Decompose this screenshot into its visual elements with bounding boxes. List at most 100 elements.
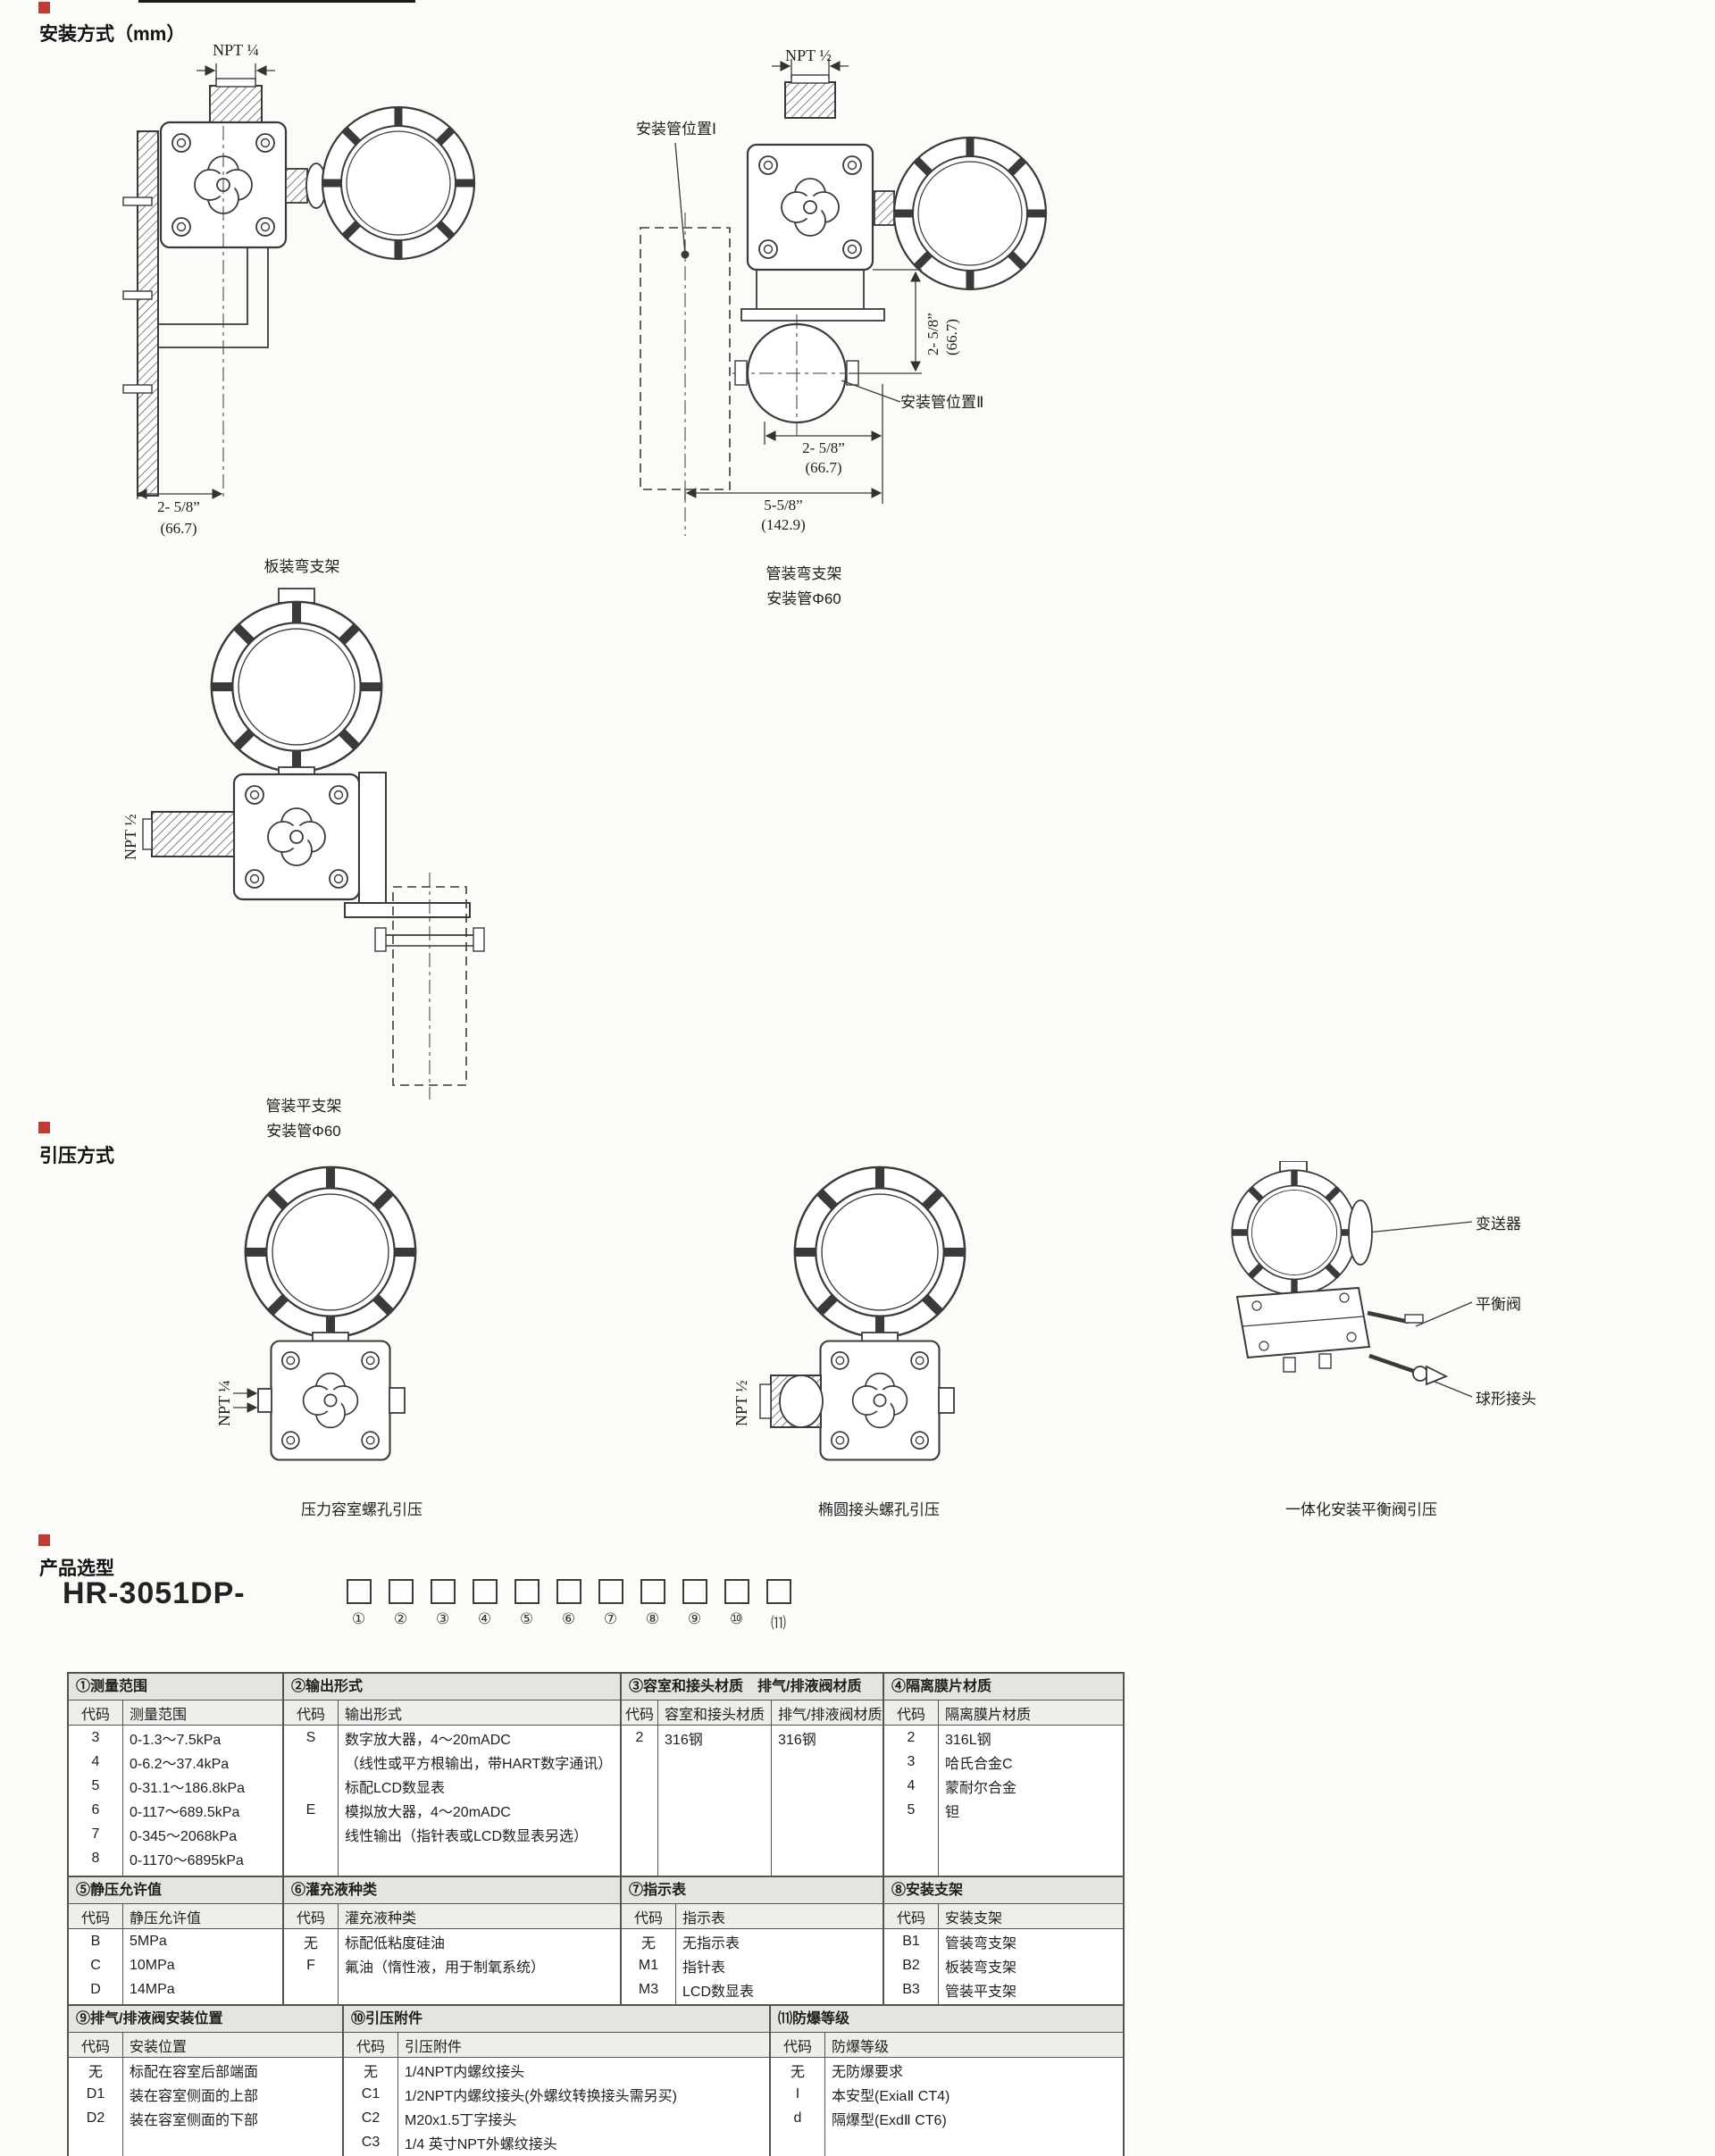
- dim-inch-panel: 2- 5/8”: [157, 498, 200, 515]
- drain-plug: [389, 1387, 406, 1414]
- dim-h1-inch: 2- 5/8”: [802, 439, 845, 456]
- group-title: ②输出形式: [284, 1674, 620, 1701]
- caption-pipe-flat-2: 安装管Φ60: [266, 1123, 341, 1140]
- oval-joint: [779, 1375, 824, 1428]
- table-cell: 2: [622, 1725, 659, 1750]
- housing-circle: [212, 602, 381, 772]
- column-header: 输出形式: [338, 1701, 620, 1726]
- model-digit-number: ⑩: [729, 1610, 744, 1627]
- model-checkbox: [430, 1579, 456, 1604]
- section-title-impulse: 引压方式: [39, 1146, 114, 1166]
- table-cell: [69, 2001, 123, 2004]
- table-cell: [676, 2001, 883, 2004]
- table-cell: D1: [69, 2082, 123, 2106]
- table-cell: [622, 1750, 659, 1876]
- table-cell: 1/2NPT内螺纹接头(外螺纹转换接头需另买): [405, 2088, 677, 2104]
- table-cell: [284, 1846, 339, 1876]
- model-checkbox: [514, 1579, 540, 1604]
- impulse-manifold-drawing: [1201, 1161, 1473, 1398]
- table-cell: 0-345～2068kPa: [130, 1828, 238, 1844]
- pipe-clamp-pos2: [732, 314, 901, 436]
- housing-circle: [894, 138, 1046, 289]
- ball-joint-label: 球形接头: [1476, 1391, 1536, 1408]
- column-header: 代码: [69, 2033, 123, 2058]
- model-digit-slot: ⑧: [639, 1579, 666, 1633]
- vertical-dim-label: 2- 5/8” (66.7): [924, 313, 961, 355]
- model-digit-number: ④: [477, 1610, 492, 1627]
- npt-label-panel: NPT ¼: [213, 41, 259, 59]
- table-cell: E: [284, 1798, 339, 1822]
- panel-bracket-drawing: [122, 63, 509, 501]
- model-digit-number: ⑧: [645, 1610, 660, 1627]
- table-cell: [771, 2130, 825, 2156]
- model-checkbox: [640, 1579, 665, 1604]
- table-cell: D2: [69, 2106, 123, 2130]
- table-cell: 无指示表: [682, 1935, 740, 1951]
- dim-h2-mm: (142.9): [761, 516, 806, 533]
- model-digit-number: ②: [393, 1610, 408, 1627]
- port-cap: [791, 74, 830, 84]
- column-header: 代码: [884, 1701, 939, 1726]
- impulse-direct-drawing: [233, 1161, 505, 1500]
- table-cell: [69, 1870, 123, 1876]
- dim-h2-inch: 5-5/8”: [764, 497, 803, 514]
- caption-pipe-bent-1: 管装弯支架: [765, 565, 842, 582]
- table-cell: 5: [884, 1798, 939, 1822]
- table-cell: C3: [344, 2130, 398, 2154]
- drain-plug: [938, 1387, 955, 1414]
- table-cell: C1: [344, 2082, 398, 2106]
- port-stub: [759, 1383, 772, 1419]
- model-digit-slot: ⑨: [681, 1579, 708, 1633]
- model-digit-number: ③: [435, 1610, 450, 1627]
- group-title: ①测量范围: [69, 1674, 282, 1701]
- model-digit-slot: ⑾: [765, 1579, 792, 1633]
- model-digit-slot: ⑩: [723, 1579, 750, 1633]
- table-cell: 6: [69, 1798, 123, 1822]
- section-title-install: 安装方式（mm）: [39, 24, 186, 45]
- caption-impulse-manifold: 一体化安装平衡阀引压: [1285, 1501, 1437, 1518]
- table-cell: 8: [69, 1846, 123, 1870]
- pipe-position-2-label: 安装管位置Ⅱ: [900, 394, 984, 411]
- dim-h1-mm: (66.7): [805, 459, 842, 476]
- model-digit-slot: ②: [387, 1579, 414, 1633]
- column-header: 代码: [344, 2033, 398, 2058]
- table-cell: [339, 1977, 621, 2004]
- section-title-selection: 产品选型: [39, 1559, 114, 1579]
- column-header: 灌充液种类: [338, 1904, 620, 1929]
- bent-bracket: [158, 246, 269, 348]
- horizontal-dims: [684, 384, 883, 504]
- table-cell: [339, 1846, 621, 1876]
- table-cell: 0-117～689.5kPa: [130, 1804, 240, 1820]
- table-cell: [123, 2130, 343, 2156]
- table-cell: 标配LCD数显表: [345, 1780, 446, 1796]
- table-cell: 3: [884, 1750, 939, 1774]
- impulse-oval-drawing: [759, 1161, 1041, 1500]
- model-checkbox: [346, 1579, 372, 1604]
- caption-impulse-oval: 椭圆接头螺孔引压: [818, 1501, 940, 1518]
- column-header: 代码: [622, 1904, 676, 1929]
- section-bullet-install: [38, 2, 50, 13]
- model-digit-slot: ③: [429, 1579, 456, 1633]
- table-cell: 标配低粘度硅油: [345, 1935, 446, 1951]
- model-checkbox: [598, 1579, 623, 1604]
- table-cell: D: [69, 1977, 123, 2001]
- mounting-pipe: [374, 873, 485, 1099]
- model-digit-slot: ⑦: [597, 1579, 624, 1633]
- housing-circle: [795, 1167, 965, 1337]
- table-cell: 3: [69, 1725, 123, 1750]
- table-cell: 管装平支架: [945, 1984, 1017, 2000]
- flange-body: [748, 145, 873, 270]
